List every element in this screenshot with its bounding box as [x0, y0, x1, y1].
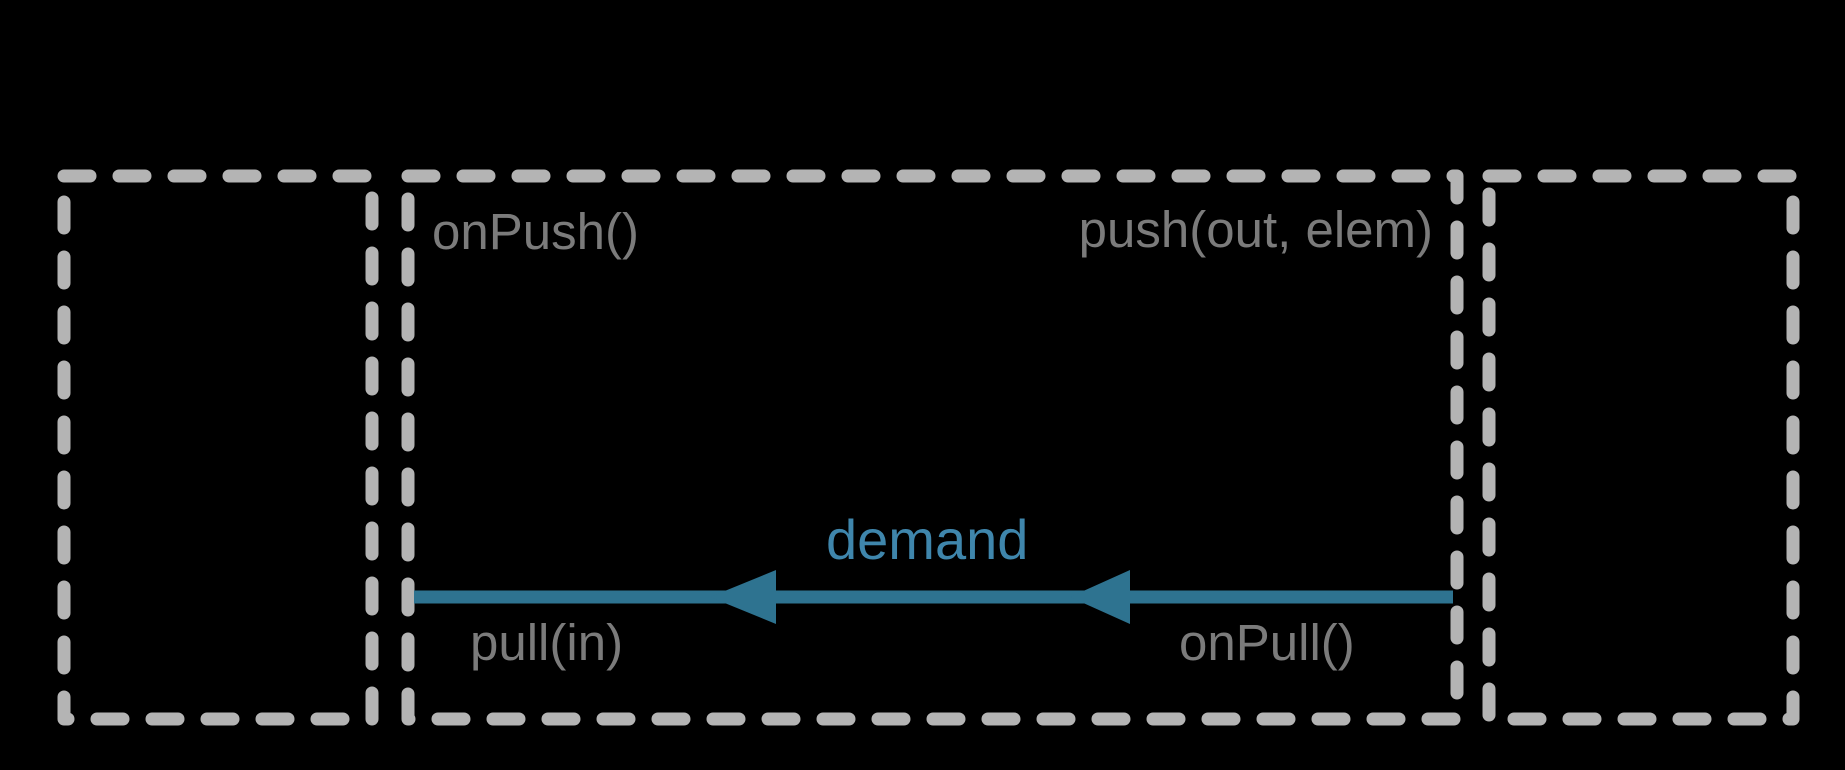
pull-in-label: pull(in): [470, 614, 624, 671]
demand-arrowhead-left-icon: [710, 570, 776, 624]
onpull-label: onPull(): [1179, 614, 1355, 671]
push-out-elem-label: push(out, elem): [1078, 201, 1433, 258]
demand-arrow-label: demand: [826, 508, 1029, 571]
demand-arrowhead-mid-icon: [1070, 570, 1130, 624]
downstream-box: [1482, 169, 1800, 726]
upstream-box: [57, 169, 379, 726]
onpush-label: onPush(): [432, 203, 639, 260]
stage-box: [401, 169, 1464, 726]
